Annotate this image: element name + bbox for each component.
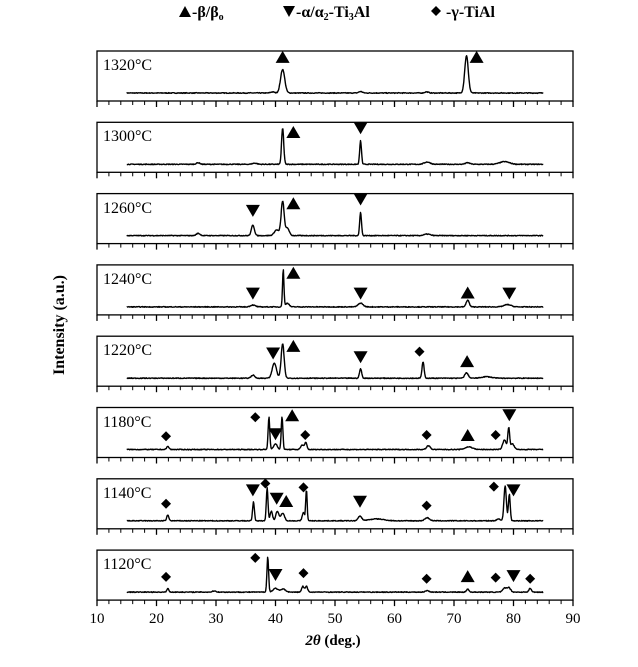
triangle-down-icon — [245, 204, 260, 217]
triangle-up-icon — [179, 6, 191, 17]
diamond-icon — [414, 346, 425, 357]
diamond-icon — [298, 568, 309, 579]
triangle-down-icon — [268, 569, 283, 581]
xrd-trace — [126, 128, 544, 166]
legend-alpha-label-c: Al — [353, 4, 370, 21]
triangle-down-icon — [502, 287, 517, 300]
legend-item-gamma: -γ-TiAl — [430, 4, 495, 22]
x-tick-label: 10 — [89, 611, 105, 627]
triangle-down-icon — [269, 492, 284, 505]
xrd-trace — [126, 200, 544, 237]
triangle-up-icon — [285, 409, 300, 422]
x-tick-label: 90 — [565, 611, 581, 627]
diamond-icon — [298, 482, 309, 493]
panel-temperature-label: 1240°C — [103, 270, 153, 288]
triangle-down-icon — [283, 6, 295, 17]
triangle-up-icon — [469, 50, 484, 63]
xrd-trace — [126, 343, 544, 380]
diamond-icon — [250, 412, 261, 423]
panel-temperature-label: 1220°C — [103, 342, 153, 360]
panel-temperature-label: 1260°C — [103, 199, 153, 217]
triangle-down-icon — [502, 409, 517, 422]
diamond-icon — [421, 573, 432, 584]
panel-temperature-label: 1120°C — [103, 556, 152, 574]
legend: -β/βo -α/α2-Ti3Al -γ-TiAl — [0, 4, 638, 30]
x-tick-label: 40 — [268, 611, 283, 627]
x-tick-label: 60 — [387, 611, 402, 627]
triangle-up-icon — [286, 339, 301, 352]
diamond-icon — [161, 571, 172, 582]
panel-temperature-label: 1140°C — [103, 484, 152, 502]
x-axis-label: 2θ (deg.) — [305, 633, 360, 650]
diamond-icon — [421, 500, 432, 511]
panel-temperature-label: 1180°C — [103, 413, 152, 431]
legend-beta-label: -β/β — [192, 4, 219, 21]
diamond-icon — [488, 481, 499, 492]
triangle-up-icon — [275, 50, 290, 63]
triangle-up-icon — [286, 266, 301, 279]
xrd-trace — [126, 416, 544, 451]
x-tick-label: 80 — [506, 611, 521, 627]
triangle-up-icon — [286, 126, 301, 138]
diamond-icon — [490, 430, 501, 441]
diamond-icon — [525, 573, 536, 584]
legend-alpha-label-b: -Ti — [328, 4, 349, 21]
legend-alpha-sub: 2 — [323, 12, 329, 23]
diamond-icon — [161, 431, 172, 442]
xrd-trace — [126, 556, 544, 594]
xrd-trace — [126, 55, 544, 95]
triangle-down-icon — [245, 287, 260, 300]
triangle-up-icon — [286, 197, 301, 210]
legend-alpha-label-a: -α/α — [296, 4, 324, 21]
triangle-up-icon — [460, 355, 475, 368]
diamond-icon — [300, 430, 311, 441]
diamond-icon — [260, 478, 271, 489]
legend-item-alpha2: -α/α2-Ti3Al — [282, 4, 370, 23]
diamond-icon — [161, 498, 172, 509]
y-axis-label: Intensity (a.u.) — [51, 274, 68, 376]
triangle-down-icon — [506, 484, 521, 497]
triangle-down-icon — [353, 122, 368, 135]
x-tick-label: 50 — [327, 611, 343, 627]
legend-item-beta: -β/βo — [178, 4, 224, 23]
panel-temperature-label: 1300°C — [103, 128, 153, 146]
triangle-down-icon — [266, 347, 281, 360]
triangle-down-icon — [352, 495, 367, 508]
legend-alpha-sub2: 3 — [348, 12, 354, 23]
panel-temperature-label: 1320°C — [103, 57, 153, 74]
x-axis-symbol: 2θ — [305, 633, 321, 649]
triangle-up-icon — [460, 570, 475, 583]
x-tick-label: 20 — [149, 611, 164, 627]
diamond-icon — [490, 572, 501, 583]
triangle-down-icon — [353, 287, 368, 300]
x-tick-label: 30 — [208, 611, 224, 627]
xrd-trace — [126, 485, 544, 522]
triangle-down-icon — [353, 351, 368, 364]
diamond-icon — [250, 552, 261, 563]
triangle-down-icon — [506, 570, 521, 583]
diamond-icon — [421, 430, 432, 441]
xrd-trace — [126, 269, 544, 308]
legend-beta-sub: o — [218, 12, 224, 23]
triangle-down-icon — [245, 484, 260, 497]
triangle-down-icon — [268, 428, 283, 441]
legend-gamma-label: -γ-TiAl — [446, 4, 495, 21]
x-axis-unit: (deg.) — [320, 633, 361, 649]
triangle-down-icon — [353, 193, 368, 206]
x-tick-label: 70 — [446, 611, 462, 627]
triangle-up-icon — [460, 429, 475, 442]
triangle-up-icon — [279, 495, 294, 508]
triangle-up-icon — [460, 286, 475, 299]
diamond-icon — [431, 6, 441, 16]
